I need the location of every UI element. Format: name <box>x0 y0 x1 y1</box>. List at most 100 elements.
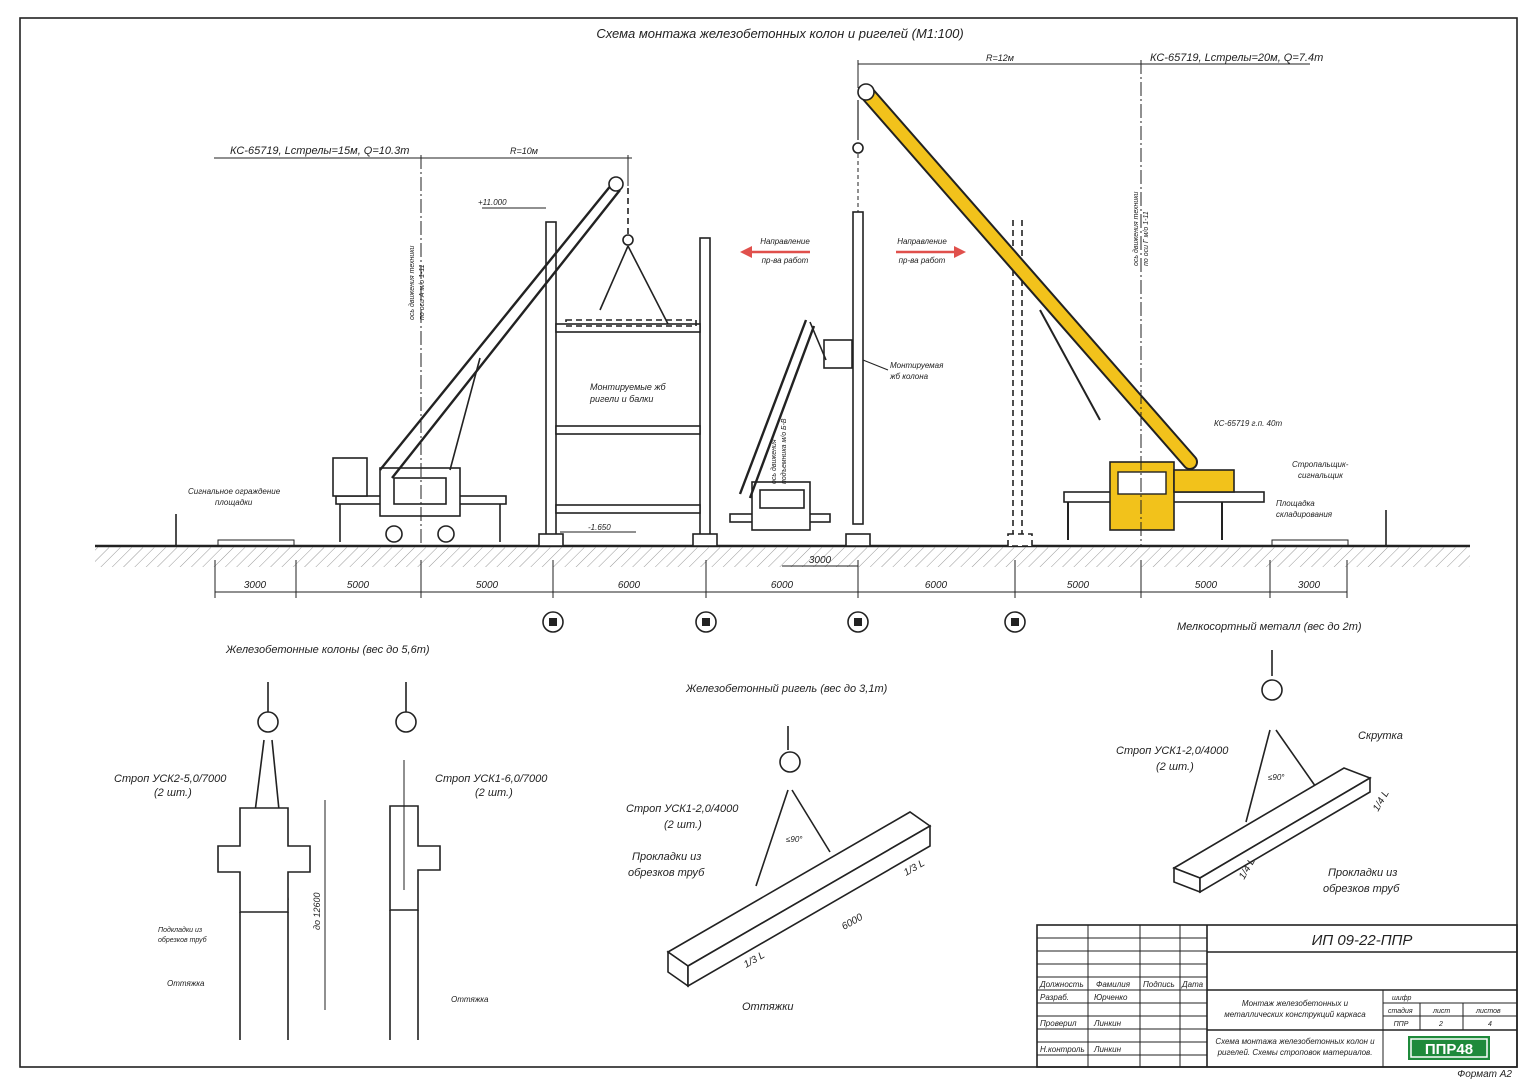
svg-text:обрезков труб: обрезков труб <box>1323 883 1400 895</box>
svg-text:Прокладки из: Прокладки из <box>632 851 701 863</box>
pads-col-label: Подкладки из обрезков труб <box>158 926 208 944</box>
dimension-chain: 3000 5000 5000 6000 6000 6000 5000 5000 … <box>214 555 1348 598</box>
stamp-row2-role: Проверил <box>1040 1019 1077 1028</box>
svg-text:Строп УСК1-2,0/4000: Строп УСК1-2,0/4000 <box>626 803 739 815</box>
direction-left: Направление пр-ва работ <box>740 237 810 265</box>
dim-6: 6000 <box>925 580 948 591</box>
detail-column-b <box>389 682 441 1040</box>
detail-column-a <box>217 682 326 1040</box>
third-b: 1/3 L <box>902 858 927 879</box>
stamp-col-surname: Фамилия <box>1096 980 1131 989</box>
svg-text:Монтируемая: Монтируемая <box>890 361 944 370</box>
svg-text:(2 шт.): (2 шт.) <box>475 787 513 799</box>
svg-text:(2 шт.): (2 шт.) <box>1156 761 1194 773</box>
svg-text:(2 шт.): (2 шт.) <box>154 787 192 799</box>
svg-text:Строп УСК1-6,0/7000: Строп УСК1-6,0/7000 <box>435 773 548 785</box>
elev-top: +11.000 <box>478 198 507 207</box>
sling-c-label: Строп УСК1-2,0/4000 (2 шт.) <box>626 803 739 831</box>
svg-text:Строп УСК1-2,0/4000: Строп УСК1-2,0/4000 <box>1116 745 1229 757</box>
stamp-col-position: Должность <box>1039 980 1084 989</box>
direction-right: Направление пр-ва работ <box>896 237 966 265</box>
svg-text:площадки: площадки <box>215 498 253 507</box>
erection-scheme: 3000 5000 5000 6000 6000 6000 5000 5000 … <box>95 52 1470 633</box>
beam-len: 6000 <box>840 912 865 933</box>
dim-3000-lift: 3000 <box>809 555 832 566</box>
stamp-cipher: шифр <box>1392 995 1412 1002</box>
svg-text:(2 шт.): (2 шт.) <box>664 819 702 831</box>
elev-bottom: -1.650 <box>588 523 611 532</box>
stamp-col-sign: Подпись <box>1143 980 1175 989</box>
svg-text:Прокладки из: Прокладки из <box>1328 867 1397 879</box>
angle-beam: ≤90° <box>786 835 803 844</box>
svg-text:Направление: Направление <box>897 237 947 246</box>
stamp-row1-name: Юрченко <box>1094 993 1128 1002</box>
axis-left-label: ось движения техники по оси А м/о 1-11 <box>408 245 426 320</box>
beams-label: Монтируемые жб ригели и балки <box>589 382 667 404</box>
stamp-sheet-val: 2 <box>1438 1021 1443 1028</box>
svg-text:ось движения техники: ось движения техники <box>1132 191 1140 266</box>
detail-col-title: Железобетонные колоны (вес до 5,6т) <box>225 644 430 656</box>
dim-1: 3000 <box>244 580 267 591</box>
crane-right <box>852 83 1265 540</box>
col-height: до 12600 <box>312 892 322 930</box>
guys-beam: Оттяжки <box>742 1001 794 1013</box>
aerial-lift <box>729 319 853 531</box>
guy-b: Оттяжка <box>451 995 489 1004</box>
crane-right-radius: R=12м <box>986 53 1014 63</box>
detail-beam-title: Железобетонный ригель (вес до 3,1т) <box>685 683 888 695</box>
dim-9: 3000 <box>1298 580 1321 591</box>
stamp-row1-role: Разраб. <box>1040 993 1069 1002</box>
ground-hatch <box>95 547 1470 567</box>
svg-text:пр-ва работ: пр-ва работ <box>899 256 946 265</box>
stamp-project-1: Монтаж железобетонных и <box>1242 999 1349 1008</box>
axis-markers <box>542 611 1026 633</box>
rc-frame <box>538 221 718 547</box>
svg-text:Сигнальное ограждение: Сигнальное ограждение <box>188 487 281 496</box>
guy-a: Оттяжка <box>167 979 205 988</box>
quarter-a: 1/4 L <box>1371 789 1392 814</box>
svg-text:ригели и балки: ригели и балки <box>589 394 653 404</box>
signaller-label: Стропальщик- сигнальщик <box>1292 460 1349 480</box>
sheet-main-title: Схема монтажа железобетонных колон и риг… <box>596 26 963 41</box>
axis-lift-label: ось движения подъемника м/о Б-В <box>770 418 788 484</box>
svg-text:ось движения техники: ось движения техники <box>408 245 416 320</box>
stamp-sheets-val: 4 <box>1488 1021 1492 1028</box>
sheet-format: Формат А2 <box>1457 1069 1512 1080</box>
dim-3: 5000 <box>476 580 499 591</box>
detail-beam <box>666 726 932 988</box>
stamp-row3-role: Н.контроль <box>1040 1045 1085 1054</box>
stamp-logo-frame <box>1408 1036 1490 1060</box>
dim-5: 6000 <box>771 580 794 591</box>
dim-2: 5000 <box>347 580 370 591</box>
svg-text:Строп УСК2-5,0/7000: Строп УСК2-5,0/7000 <box>114 773 227 785</box>
detail-metal-title: Мелкосортный металл (вес до 2т) <box>1177 621 1362 633</box>
twist-label: Скрутка <box>1358 730 1403 742</box>
crane-right-label: КС-65719, Lстрелы=20м, Q=7.4т <box>1150 52 1323 64</box>
crane-left <box>332 176 669 543</box>
detail-metal <box>1172 650 1372 894</box>
sling-a-label: Строп УСК2-5,0/7000 (2 шт.) <box>114 773 227 799</box>
stamp-drawing-1: Схема монтажа железобетонных колон и <box>1215 1037 1375 1046</box>
svg-text:по оси Г м/о 1-11: по оси Г м/о 1-11 <box>1143 211 1150 266</box>
stamp-stage-val: ППР <box>1394 1021 1409 1028</box>
svg-text:жб колона: жб колона <box>889 372 929 381</box>
svg-text:подъемника м/о Б-В: подъемника м/о Б-В <box>780 418 788 484</box>
title-block: ИП 09-22-ППР Должность Фамилия Подпись Д… <box>1036 924 1518 1068</box>
sling-b-label: Строп УСК1-6,0/7000 (2 шт.) <box>435 773 548 799</box>
sheet-frame <box>19 17 1518 1068</box>
fence-label: Сигнальное ограждение площадки <box>175 487 1387 546</box>
stamp-row3-name: Линкин <box>1093 1045 1122 1054</box>
stamp-sheets: листов <box>1475 1008 1501 1015</box>
dim-4: 6000 <box>618 580 641 591</box>
crane-right-tag: КС-65719 г.п. 40т <box>1214 419 1282 428</box>
svg-text:Стропальщик-: Стропальщик- <box>1292 460 1349 469</box>
svg-text:по оси А м/о 1-11: по оси А м/о 1-11 <box>419 264 426 320</box>
stamp-stage: стадия <box>1388 1007 1413 1015</box>
stamp-row2-name: Линкин <box>1093 1019 1122 1028</box>
svg-text:Монтируемые жб: Монтируемые жб <box>590 382 667 392</box>
crane-left-label: КС-65719, Lстрелы=15м, Q=10.3т <box>230 145 409 157</box>
stamp-code: ИП 09-22-ППР <box>1312 932 1413 949</box>
svg-text:Направление: Направление <box>760 237 810 246</box>
pads-beam-label: Прокладки из обрезков труб <box>628 851 705 879</box>
